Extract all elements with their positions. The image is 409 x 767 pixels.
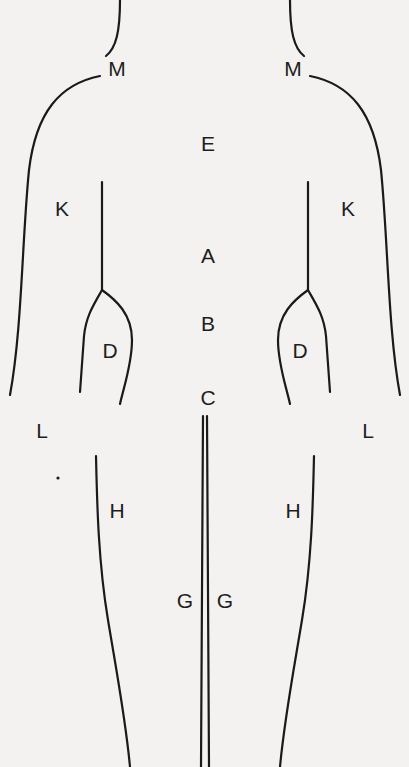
shoulder-arm-line	[310, 76, 400, 395]
zone-letter: D	[102, 340, 117, 361]
zone-letter: H	[109, 500, 124, 521]
neck-line	[106, 0, 120, 56]
ink-dot	[56, 476, 59, 479]
zone-letter: L	[36, 420, 48, 441]
left-half-outline	[10, 0, 203, 767]
inner-arm-line	[308, 290, 330, 392]
right-half-outline	[207, 0, 400, 767]
zone-letter: E	[201, 133, 215, 154]
zone-letter: B	[201, 313, 215, 334]
zone-letter: L	[362, 420, 374, 441]
zone-letter: M	[284, 58, 302, 79]
outer-leg-line	[96, 456, 130, 767]
torso-side-line	[307, 182, 309, 290]
neck-line	[290, 0, 304, 56]
zone-letter: G	[177, 590, 193, 611]
shoulder-arm-line	[10, 76, 100, 395]
zone-letter: G	[217, 590, 233, 611]
zone-letter: M	[108, 58, 126, 79]
inner-leg-line	[201, 416, 203, 767]
torso-side-line	[101, 182, 103, 290]
zone-letter: K	[55, 198, 69, 219]
zone-letter: K	[341, 198, 355, 219]
inner-arm-line	[80, 290, 102, 392]
inner-leg-line	[207, 416, 209, 767]
zone-letter: C	[200, 387, 215, 408]
hip-line	[278, 290, 308, 404]
zone-letter: H	[285, 500, 300, 521]
zone-letter: D	[292, 340, 307, 361]
outer-leg-line	[280, 456, 314, 767]
zone-letter: A	[201, 245, 215, 266]
hip-line	[102, 290, 132, 404]
